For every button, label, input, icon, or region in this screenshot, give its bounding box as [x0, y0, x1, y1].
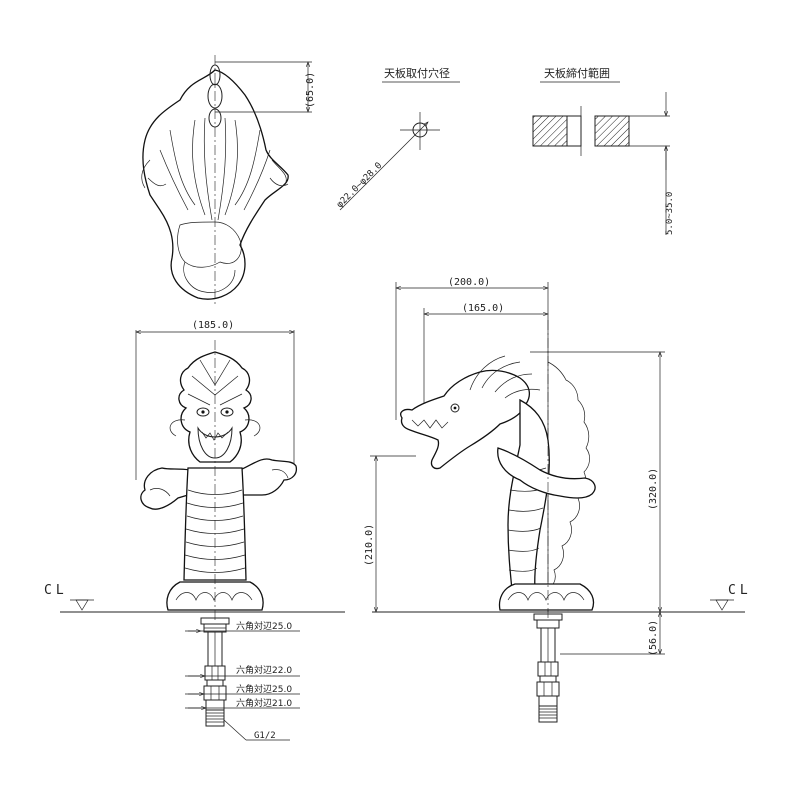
- total-height-dim: (320.0): [648, 468, 659, 510]
- hole-title: 天板取付穴径: [384, 66, 450, 80]
- hole-detail: 天板取付穴径 φ22.0~φ28.0: [335, 66, 460, 211]
- top-view-dim: (65.0): [305, 72, 316, 108]
- hex-label-2: 六角対辺22.0: [236, 664, 292, 676]
- side-width-outer: (200.0): [448, 277, 490, 288]
- front-width-dim: (185.0): [192, 320, 234, 331]
- front-fittings: 六角対辺25.0 六角対辺22.0 六角対辺25.0 六角対辺21.0 G1/2: [185, 617, 300, 741]
- hex-label-4: 六角対辺21.0: [236, 697, 292, 709]
- top-view: (65.0): [141, 55, 316, 305]
- counter-line: CL CL: [44, 583, 752, 613]
- side-width-inner: (165.0): [462, 303, 504, 314]
- clamp-detail: 天板締付範囲 5.0~35.0: [532, 66, 675, 235]
- front-view: (185.0): [136, 320, 298, 620]
- side-view: (200.0) (165.0) (210.0): [364, 277, 665, 656]
- thread-label: G1/2: [254, 731, 276, 741]
- clamp-dim: 5.0~35.0: [665, 192, 675, 235]
- clamp-title: 天板締付範囲: [544, 66, 610, 80]
- hex-label-1: 六角対辺25.0: [236, 620, 292, 632]
- spout-height-dim: (210.0): [364, 524, 375, 566]
- cl-label-right: CL: [728, 583, 752, 598]
- below-counter-dim: (56.0): [648, 620, 659, 656]
- hole-dim: φ22.0~φ28.0: [335, 161, 384, 210]
- cl-label-left: CL: [44, 583, 68, 598]
- side-fittings: [533, 613, 563, 723]
- hex-label-3: 六角対辺25.0: [236, 683, 292, 695]
